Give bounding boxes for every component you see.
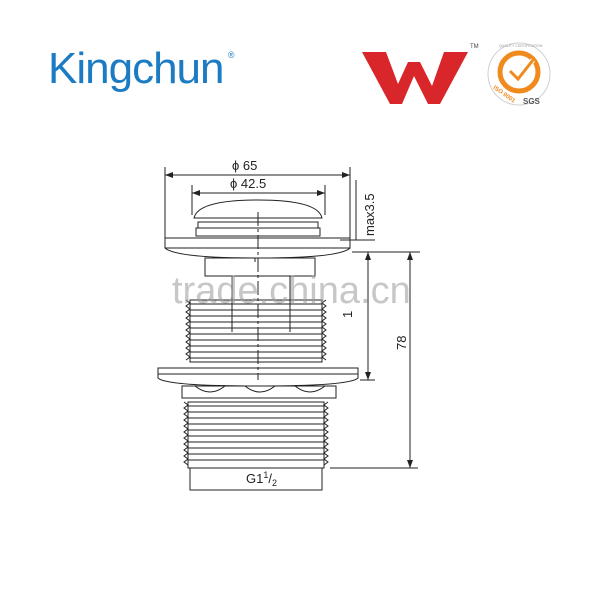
trademark-label: TM	[470, 44, 479, 50]
thread-label-den: 2	[272, 478, 277, 488]
brand-logo: Kingchun ®	[48, 44, 234, 94]
thread-label-main: G1	[246, 471, 263, 486]
dim-total-height: 78	[394, 336, 409, 350]
registered-mark: ®	[227, 50, 235, 60]
brand-name: Kingchun	[48, 44, 224, 93]
watermark-certification-logo	[362, 52, 468, 104]
iso-top-text: QUALITY CERTIFICATION	[499, 44, 543, 48]
dim-outer-diameter: ϕ 65	[232, 158, 257, 173]
sgs-label: SGS	[523, 97, 541, 106]
dim-max-thickness: max3.5	[362, 193, 377, 236]
watermark-text: trade.china.cn	[172, 270, 411, 312]
iso-sgs-badge: ISO 9001 QUALITY CERTIFICATION SGS	[487, 42, 551, 106]
dim-inner-diameter: ϕ 42.5	[230, 176, 266, 191]
thread-label-num: 1	[263, 470, 268, 480]
thread-size-label: G11/2	[246, 470, 277, 488]
dim-thread-length: 1	[340, 311, 355, 318]
